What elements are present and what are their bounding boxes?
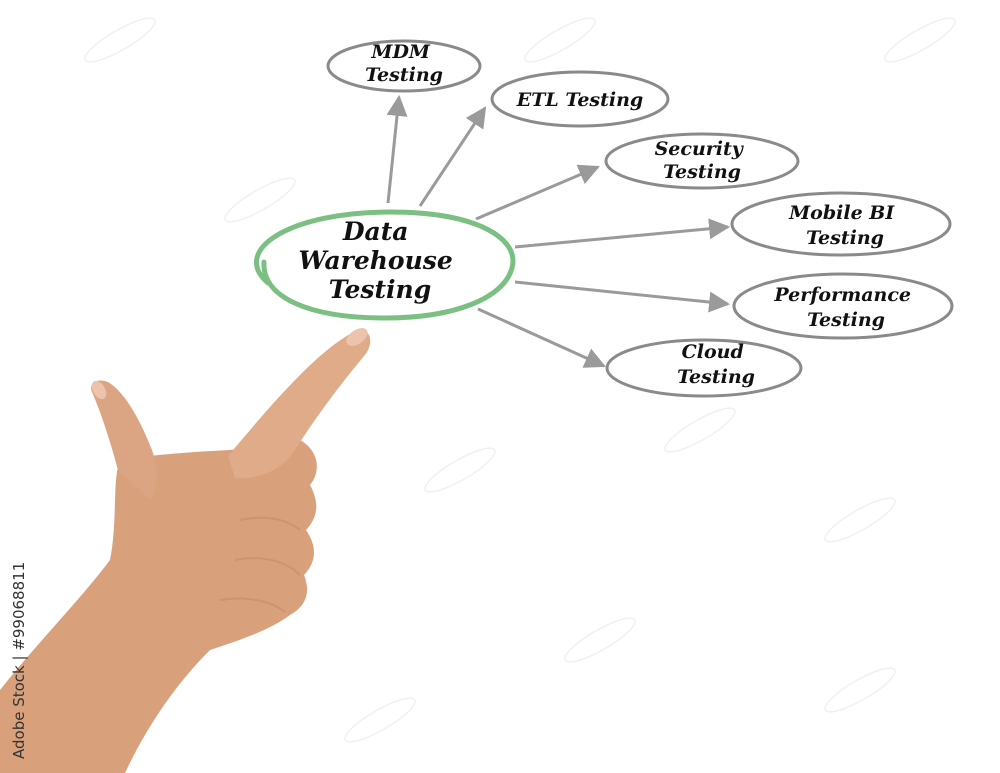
arrows [386, 94, 731, 368]
node-outline [730, 191, 952, 257]
arrow-to-mobile-bi [514, 218, 731, 249]
center-label-line-2: Warehouse [299, 246, 453, 275]
hand-thumb-nail [91, 380, 107, 400]
node-outline [604, 132, 800, 190]
node-security-label-line-2: Testing [663, 161, 741, 183]
node-mdm-label-line-2: Testing [365, 64, 443, 86]
arrow-to-mdm [386, 94, 408, 204]
node-outline [605, 338, 803, 398]
node-mobile-bi: Mobile BI Testing [730, 191, 952, 257]
hand-shading [219, 516, 301, 613]
hand-thumb [91, 380, 157, 500]
node-performance-label-line-1: Performance [773, 284, 911, 306]
node-security: Security Testing [604, 132, 800, 190]
node-mobile-bi-label-line-2: Testing [806, 227, 884, 249]
svg-text:Data Warehouse Tes: Data Warehouse Testing [299, 217, 462, 304]
arrow-to-etl [418, 106, 487, 207]
pointing-hand-image [0, 328, 371, 773]
svg-text:ETL Testing: ETL Testing [516, 89, 643, 111]
svg-text:Performance Testing: Performance Testing [773, 284, 917, 331]
watermark-pattern [84, 17, 956, 743]
svg-text:Mobile BI Testing: Mobile BI Testing [788, 202, 901, 249]
svg-text:Security Testing: Security Testing [655, 138, 750, 183]
center-ellipse [254, 209, 516, 321]
node-etl-label-line-1: ETL Testing [516, 89, 643, 111]
hand-index-finger [228, 329, 371, 479]
arrow-to-performance [514, 280, 731, 313]
node-mobile-bi-label-line-1: Mobile BI [788, 202, 895, 224]
node-etl: ETL Testing [490, 70, 670, 128]
stock-watermark-side: Adobe Stock | #99068811 [10, 562, 28, 759]
node-cloud-label-line-2: Testing [677, 366, 755, 388]
node-cloud: Cloud Testing [605, 338, 803, 398]
center-node: Data Warehouse Testing [254, 209, 516, 321]
node-outline [732, 272, 954, 340]
stock-watermark-text: Adobe Stock | #99068811 [10, 562, 28, 759]
svg-text:Cloud Testing: Cloud Testing [677, 341, 755, 388]
center-label-line-3: Testing [329, 275, 431, 304]
hand-index-nail [346, 328, 368, 346]
arrow-to-cloud [477, 307, 606, 368]
arrow-to-security [475, 164, 600, 221]
node-mdm-label-line-1: MDM [370, 41, 431, 63]
center-label-line-1: Data [342, 217, 409, 246]
node-mdm: MDM Testing [326, 39, 482, 93]
node-security-label-line-1: Security [655, 138, 745, 160]
node-performance: Performance Testing [732, 272, 954, 340]
node-performance-label-line-2: Testing [807, 309, 885, 331]
node-outline [326, 39, 482, 93]
node-outline [490, 70, 670, 128]
svg-text:MDM Testing: MDM Testing [365, 41, 443, 86]
hand-palm [0, 440, 317, 773]
node-cloud-label-line-1: Cloud [682, 341, 744, 363]
